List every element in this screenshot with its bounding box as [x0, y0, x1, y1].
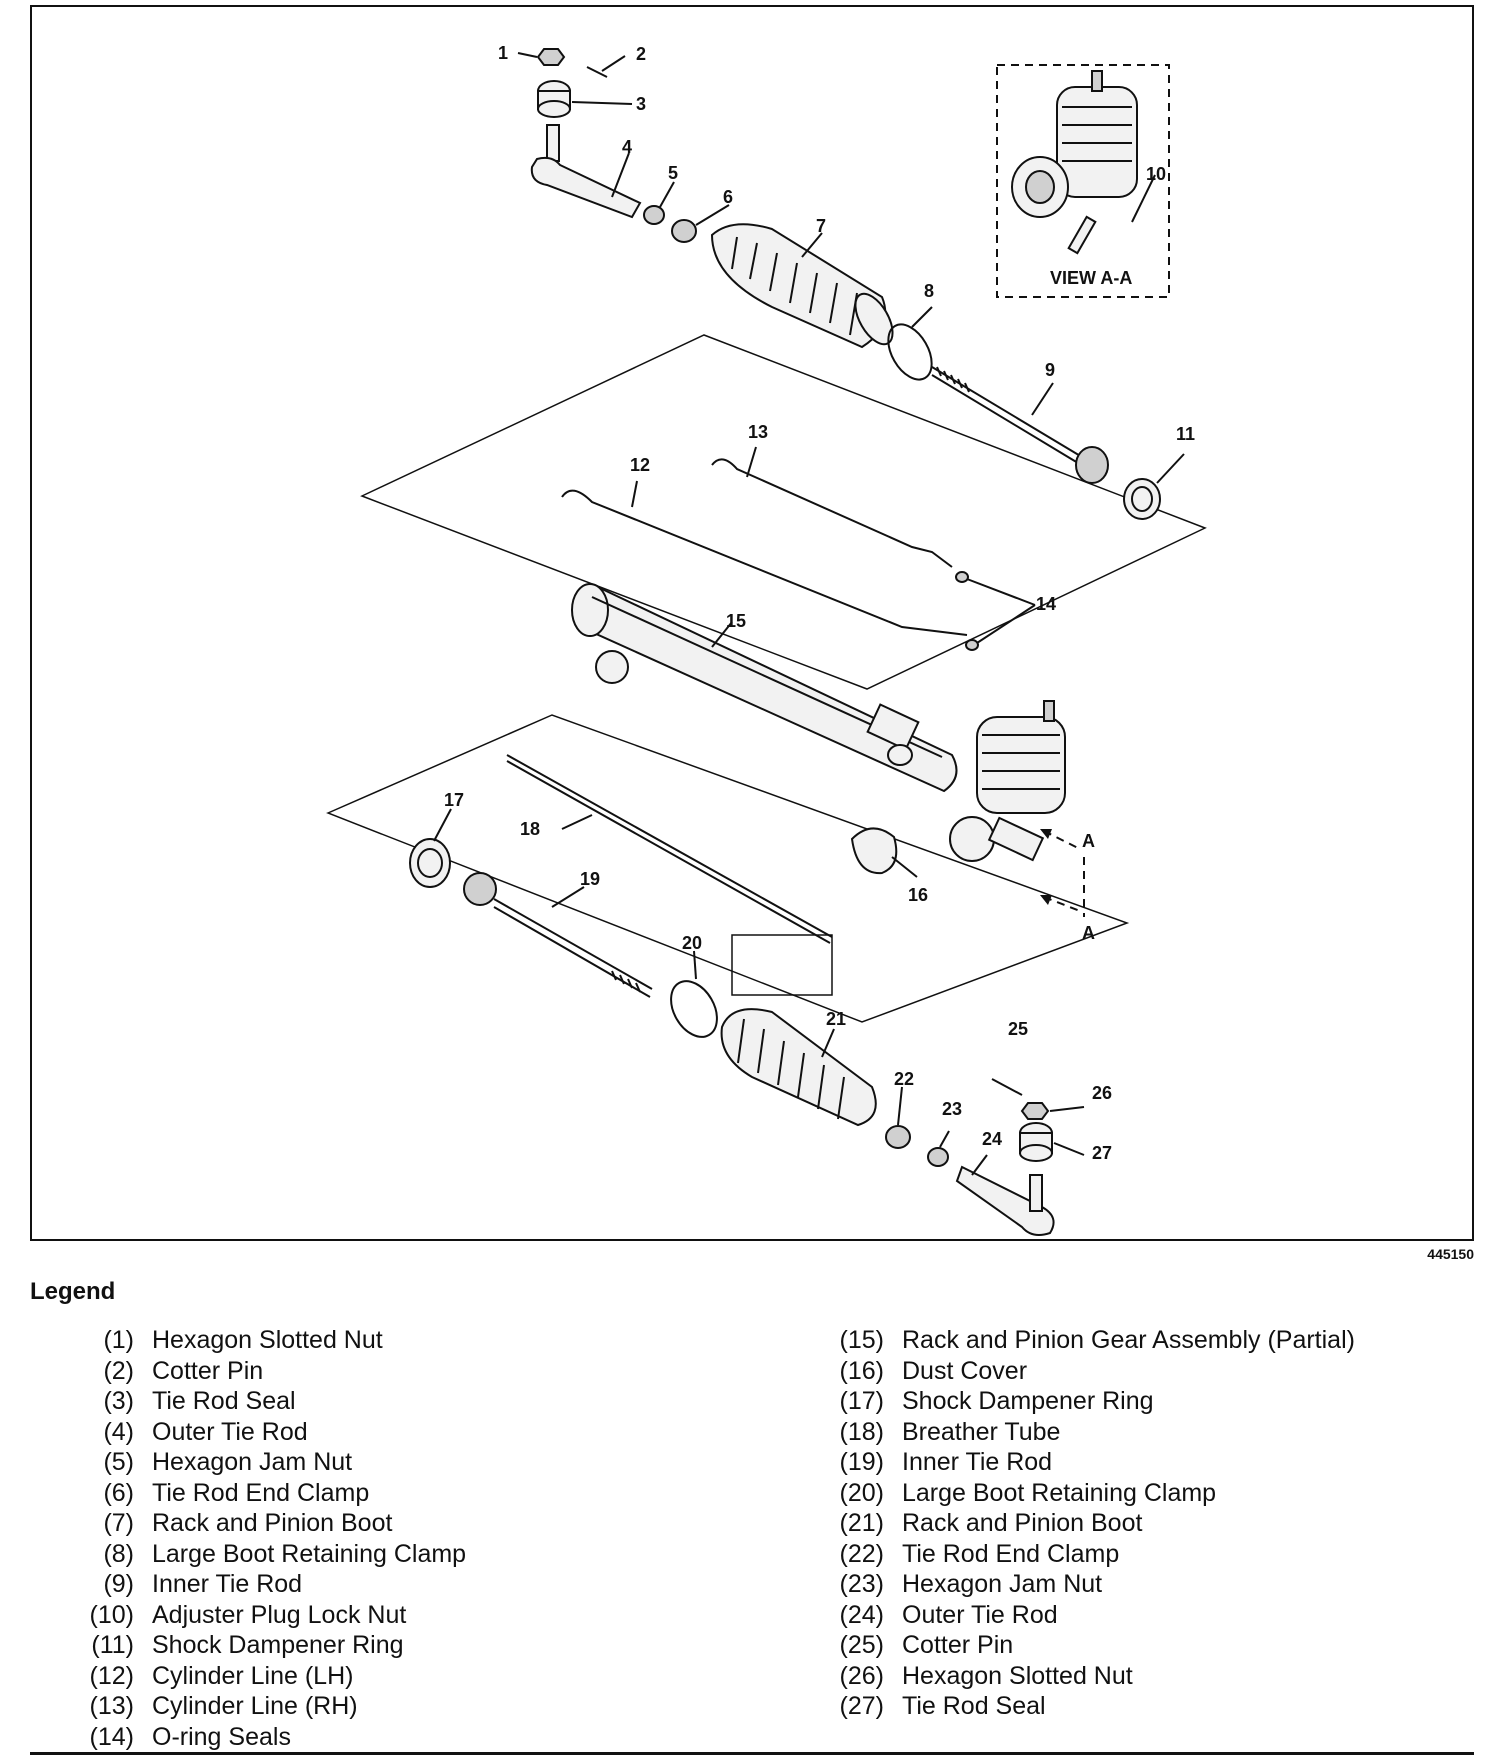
- legend-item-13: (13)Cylinder Line (RH): [89, 1692, 358, 1720]
- breather-tube-18: [506, 754, 833, 944]
- legend-item-3: (3)Tie Rod Seal: [103, 1387, 296, 1415]
- rack-and-pinion-gear-assembly-15: [571, 583, 958, 793]
- callout-1: 1: [498, 43, 508, 63]
- section-marker-top: A: [1082, 831, 1095, 851]
- o-ring-seals-14: [955, 571, 979, 651]
- callout-27: 27: [1092, 1143, 1112, 1163]
- callout-7: 7: [816, 216, 826, 236]
- legend-right-column: (15)Rack and Pinion Gear Assembly (Parti…: [820, 1325, 1355, 1722]
- callout-6: 6: [723, 187, 733, 207]
- legend-item-27: (27)Tie Rod Seal: [839, 1692, 1046, 1720]
- legend-item-8: (8)Large Boot Retaining Clamp: [103, 1539, 467, 1568]
- callout-20: 20: [682, 933, 702, 953]
- legend-item-17: (17)Shock Dampener Ring: [839, 1387, 1154, 1415]
- section-marker-bottom: A: [1082, 923, 1095, 943]
- callout-15: 15: [726, 611, 746, 631]
- callout-3: 3: [636, 94, 646, 114]
- shock-dampener-ring-11: [1123, 478, 1161, 520]
- callout-22: 22: [894, 1069, 914, 1089]
- callout-17: 17: [444, 790, 464, 810]
- callout-12: 12: [630, 455, 650, 475]
- legend-item-24: (24)Outer Tie Rod: [839, 1600, 1058, 1629]
- legend-item-23: (23)Hexagon Jam Nut: [839, 1570, 1103, 1598]
- legend-item-22: (22)Tie Rod End Clamp: [839, 1539, 1120, 1568]
- legend-item-12: (12)Cylinder Line (LH): [89, 1661, 354, 1690]
- legend-item-16: (16)Dust Cover: [839, 1356, 1028, 1385]
- diagram-drawing: 1 2 3 4 5 6 7 8 9 10 11 12 13 14 15 16 1…: [326, 43, 1207, 1236]
- rack-and-pinion-boot-7: [710, 223, 894, 349]
- callout-5: 5: [668, 163, 678, 183]
- upper-plane-outline: [360, 334, 1207, 690]
- view-aa-box: [996, 64, 1170, 298]
- hexagon-slotted-nut-1: [536, 48, 566, 66]
- legend-item-9: (9)Inner Tie Rod: [103, 1570, 303, 1598]
- legend-item-10: (10)Adjuster Plug Lock Nut: [89, 1600, 407, 1629]
- legend-item-11: (11)Shock Dampener Ring: [91, 1631, 404, 1659]
- legend-item-21: (21)Rack and Pinion Boot: [839, 1509, 1143, 1537]
- callout-18: 18: [520, 819, 540, 839]
- legend-item-5: (5)Hexagon Jam Nut: [103, 1448, 353, 1476]
- tie-rod-end-clamp-6: [671, 219, 697, 243]
- tie-rod-seal-3: [537, 80, 571, 118]
- hexagon-jam-nut-23: [927, 1147, 949, 1167]
- hexagon-jam-nut-5: [643, 205, 665, 225]
- tie-rod-end-clamp-22: [885, 1125, 911, 1149]
- dust-cover-16: [850, 827, 898, 875]
- legend-item-25: (25)Cotter Pin: [839, 1631, 1014, 1659]
- callout-21: 21: [826, 1009, 846, 1029]
- callout-11: 11: [1176, 424, 1195, 444]
- large-boot-retaining-clamp-8: [887, 323, 933, 381]
- view-aa-label: VIEW A-A: [1050, 268, 1132, 288]
- cotter-pin-2: [586, 66, 608, 78]
- legend-title: Legend: [30, 1278, 116, 1305]
- callout-16: 16: [908, 885, 928, 905]
- legend-left-column: (1)Hexagon Slotted Nut (2)Cotter Pin (3)…: [70, 1325, 467, 1752]
- section-arrows: [1040, 829, 1085, 917]
- bottom-rule: [30, 1752, 1474, 1755]
- legend-item-26: (26)Hexagon Slotted Nut: [839, 1661, 1133, 1690]
- cotter-pin-25: [991, 1078, 1023, 1096]
- callout-4: 4: [622, 137, 632, 157]
- view-aa-pinion-housing: [1011, 70, 1138, 255]
- legend-item-6: (6)Tie Rod End Clamp: [103, 1478, 370, 1507]
- cylinder-line-rh-13: [711, 458, 953, 568]
- legend-item-4: (4)Outer Tie Rod: [103, 1417, 308, 1446]
- callout-8: 8: [924, 281, 934, 301]
- callout-13: 13: [748, 422, 768, 442]
- cylinder-line-lh-12: [561, 489, 968, 636]
- outer-tie-rod-24: [955, 1165, 1055, 1236]
- figure-id: 445150: [1427, 1246, 1474, 1262]
- legend-item-19: (19)Inner Tie Rod: [839, 1448, 1053, 1476]
- legend-item-20: (20)Large Boot Retaining Clamp: [839, 1478, 1217, 1507]
- callout-19: 19: [580, 869, 600, 889]
- callout-24: 24: [982, 1129, 1002, 1149]
- callout-14: 14: [1036, 594, 1056, 614]
- clamp-detail-frame: [731, 934, 833, 996]
- legend-item-15: (15)Rack and Pinion Gear Assembly (Parti…: [839, 1326, 1355, 1354]
- rack-and-pinion-boot-21: [720, 1008, 877, 1127]
- large-boot-retaining-clamp-20: [670, 980, 718, 1038]
- callout-26: 26: [1092, 1083, 1112, 1103]
- hexagon-slotted-nut-26: [1020, 1102, 1050, 1120]
- callout-23: 23: [942, 1099, 962, 1119]
- legend-item-18: (18)Breather Tube: [839, 1417, 1061, 1446]
- shock-dampener-ring-17: [409, 838, 451, 888]
- pinion-housing: [949, 700, 1066, 862]
- legend-item-14: (14)O-ring Seals: [89, 1722, 291, 1751]
- exploded-view-diagram: 1 2 3 4 5 6 7 8 9 10 11 12 13 14 15 16 1…: [30, 5, 1474, 1241]
- outer-tie-rod-4: [530, 124, 642, 219]
- leader-lines: [433, 52, 1185, 1176]
- legend-item-7: (7)Rack and Pinion Boot: [103, 1509, 393, 1537]
- callout-9: 9: [1045, 360, 1055, 380]
- callout-25: 25: [1008, 1019, 1028, 1039]
- inner-tie-rod-19: [463, 872, 653, 998]
- inner-tie-rod-9: [931, 366, 1109, 484]
- callout-2: 2: [636, 44, 646, 64]
- callout-10: 10: [1146, 164, 1166, 184]
- legend-item-2: (2)Cotter Pin: [103, 1356, 264, 1385]
- tie-rod-seal-27: [1019, 1122, 1053, 1162]
- legend-item-1: (1)Hexagon Slotted Nut: [103, 1326, 383, 1354]
- lower-plane-outline: [326, 714, 1130, 1023]
